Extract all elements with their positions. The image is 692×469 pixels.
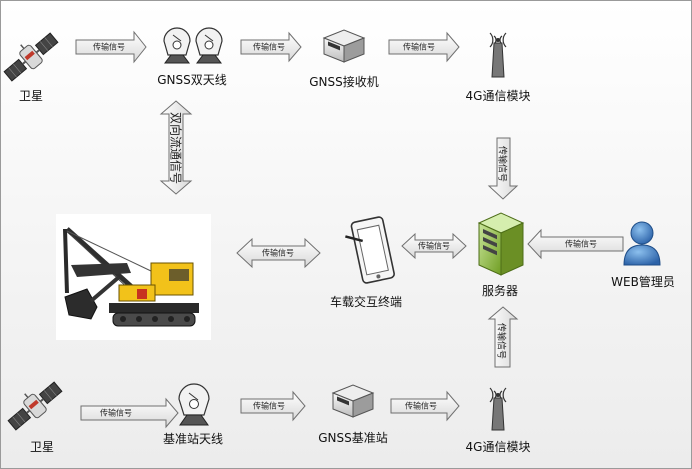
satellite-icon (3, 32, 59, 82)
edge-label: 传输信号 (253, 42, 285, 52)
arrow-admin-to-server (527, 228, 624, 260)
edge-label: 传输信号 (93, 42, 125, 52)
label-gnss-base: GNSS基准站 (318, 431, 388, 445)
arrow-antenna-vehicle (159, 100, 193, 195)
excavator-image (56, 214, 211, 340)
edge-label: 传输信号 (262, 248, 294, 258)
base-station-box-icon (331, 384, 375, 418)
edge-label: 传输信号 (496, 145, 507, 183)
edge-label: 双向流通信号 (168, 111, 183, 185)
arrow-sat-to-antenna (75, 30, 147, 64)
edge-label: 传输信号 (565, 239, 597, 249)
arrow-antenna-to-receiver (240, 31, 302, 63)
label-4g-module-bottom: 4G通信模块 (465, 440, 531, 454)
edge-label: 传输信号 (403, 42, 435, 52)
user-icon (623, 221, 661, 266)
base-antenna-icon (178, 383, 210, 426)
label-server: 服务器 (481, 284, 519, 298)
label-vehicle-terminal: 车载交互终端 (329, 295, 403, 309)
label-gnss-receiver: GNSS接收机 (309, 75, 379, 89)
arrow-terminal-server (401, 232, 467, 260)
server-icon (477, 212, 525, 276)
arrow-sat-to-base-antenna (80, 397, 179, 429)
arrow-base4g-to-server (487, 306, 519, 368)
label-base-antenna: 基准站天线 (162, 432, 224, 446)
edge-label: 传输信号 (100, 408, 132, 418)
edge-label: 传输信号 (405, 401, 437, 411)
label-satellite-bottom: 卫星 (29, 440, 55, 454)
arrow-4g-to-server (487, 137, 519, 200)
edge-label: 传输信号 (253, 401, 285, 411)
edge-label: 传输信号 (418, 241, 450, 251)
label-web-admin: WEB管理员 (611, 275, 675, 289)
edge-label: 传输信号 (495, 322, 506, 360)
tablet-terminal-icon (345, 216, 395, 284)
4g-tower-icon (489, 32, 507, 78)
label-gnss-dual-antenna: GNSS双天线 (157, 73, 227, 87)
satellite-icon (7, 381, 63, 431)
arrow-receiver-to-4g (388, 31, 460, 63)
arrow-base-to-4g (390, 390, 460, 422)
4g-tower-icon (489, 387, 507, 431)
label-4g-module-top: 4G通信模块 (465, 89, 531, 103)
label-satellite-top: 卫星 (18, 89, 44, 103)
receiver-box-icon (322, 29, 366, 63)
arrow-excavator-terminal (236, 237, 321, 269)
dual-antenna-icon (163, 27, 223, 64)
arrow-base-antenna-to-base (240, 390, 306, 422)
